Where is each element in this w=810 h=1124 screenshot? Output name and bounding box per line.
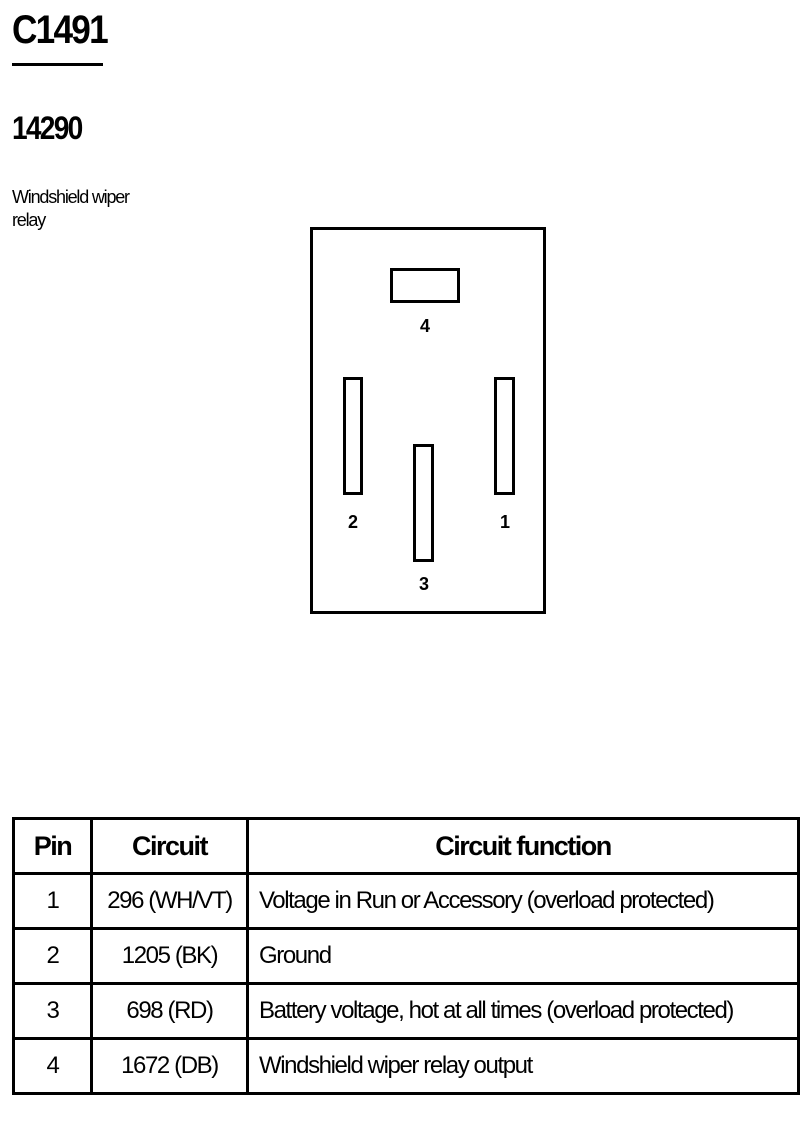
connector-id: C1491	[12, 8, 109, 52]
cell-function: Ground	[246, 927, 800, 985]
pin-2-label: 2	[347, 512, 358, 532]
description-line-1: Windshield wiper	[12, 187, 130, 207]
table-header-row: Pin Circuit Circuit function	[12, 817, 800, 875]
description-line-2: relay	[12, 210, 46, 230]
header-circuit-function: Circuit function	[246, 817, 800, 875]
pin-3-terminal	[413, 444, 434, 562]
part-number: 14290	[12, 110, 83, 146]
cell-function: Battery voltage, hot at all times (overl…	[246, 982, 800, 1040]
cell-circuit: 1205 (BK)	[90, 927, 249, 985]
cell-circuit: 698 (RD)	[90, 982, 249, 1040]
cell-pin: 4	[12, 1037, 93, 1095]
header-pin: Pin	[12, 817, 93, 875]
cell-pin: 1	[12, 872, 93, 930]
cell-pin: 3	[12, 982, 93, 1040]
cell-pin: 2	[12, 927, 93, 985]
connector-id-underline	[12, 63, 103, 66]
cell-circuit: 1672 (DB)	[90, 1037, 249, 1095]
pin-2-terminal	[343, 377, 363, 495]
cell-function: Windshield wiper relay output	[246, 1037, 800, 1095]
cell-function: Voltage in Run or Accessory (overload pr…	[246, 872, 800, 930]
connector-face-diagram: 4 2 3 1	[310, 227, 546, 614]
header-circuit: Circuit	[90, 817, 249, 875]
connector-description: Windshield wiper relay	[12, 186, 130, 232]
pin-1-label: 1	[499, 512, 510, 532]
table-row: 3 698 (RD) Battery voltage, hot at all t…	[12, 982, 800, 1040]
pin-1-terminal	[494, 377, 515, 495]
pin-3-label: 3	[418, 574, 429, 594]
table-row: 2 1205 (BK) Ground	[12, 927, 800, 985]
table-row: 1 296 (WH/VT) Voltage in Run or Accessor…	[12, 872, 800, 930]
pin-circuit-table: Pin Circuit Circuit function 1 296 (WH/V…	[12, 817, 800, 1095]
cell-circuit: 296 (WH/VT)	[90, 872, 249, 930]
pin-4-terminal	[390, 268, 460, 303]
pin-4-label: 4	[419, 316, 430, 336]
table-row: 4 1672 (DB) Windshield wiper relay outpu…	[12, 1037, 800, 1095]
